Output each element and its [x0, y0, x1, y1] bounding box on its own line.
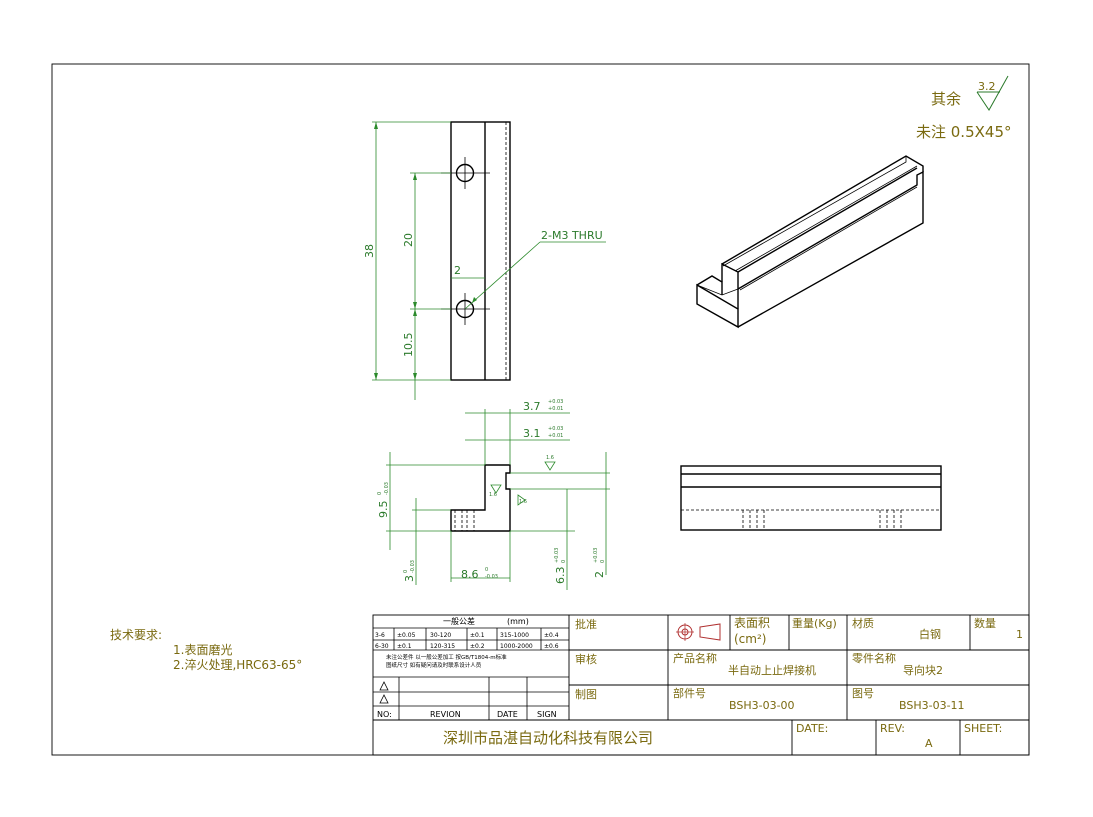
dim-9-5-tol-bot: -0.03 [384, 482, 390, 495]
company-name: 深圳市品湛自动化科技有限公司 [443, 729, 653, 747]
date-label: DATE: [796, 722, 828, 735]
dim-3-tol-bot: -0.03 [410, 560, 416, 573]
projection-symbol-icon [676, 623, 721, 641]
isometric-view [696, 155, 924, 329]
sheet-label: SHEET: [964, 722, 1002, 735]
tech-req-item-2: 2.淬火处理,HRC63-65° [173, 657, 302, 672]
dim-9-5-tol-top: 0 [377, 492, 383, 495]
dim-6-3-tol-top: +0.03 [554, 548, 560, 563]
dim-38: 38 [363, 244, 376, 258]
roughness-mark-2-value: 1.6 [519, 499, 527, 505]
tol-r1-c1: 3-6 [375, 632, 385, 639]
dim-20: 20 [402, 233, 415, 247]
assembly-value: BSH3-03-00 [729, 699, 795, 712]
part-name-value: 导向块2 [903, 663, 943, 677]
draw-label: 制图 [575, 688, 597, 701]
roughness-mark-1 [544, 461, 556, 471]
tol-r1-c4: ±0.1 [470, 632, 485, 639]
rev-value: A [925, 737, 933, 750]
weight-label: 重量(Kg) [792, 616, 837, 630]
dim-3-1: 3.1 [523, 427, 541, 440]
area-unit: (cm²) [734, 632, 766, 646]
product-value: 半自动上止焊接机 [728, 663, 816, 677]
tol-r2-c3: 120-315 [430, 643, 455, 650]
tolerance-title: 一般公差 [443, 616, 475, 626]
tech-req-title: 技术要求: [110, 628, 162, 642]
dim-6-3: 6.3 [554, 567, 567, 585]
dim-10-5: 10.5 [402, 333, 415, 358]
tolerance-unit: (mm) [507, 617, 529, 626]
approve-label: 批准 [575, 617, 597, 631]
part-name-label: 零件名称 [852, 651, 896, 665]
roughness-mark-1-value: 1.6 [546, 455, 554, 461]
drawing-no-value: BSH3-03-11 [899, 699, 965, 712]
chamfer-note: 未注 0.5X45° [916, 123, 1012, 141]
dim-8-6: 8.6 [461, 568, 479, 581]
front-view [441, 121, 511, 381]
tol-r2-c4: ±0.2 [470, 643, 485, 650]
callout-holes: 2-M3 THRU [541, 229, 603, 242]
tol-r1-c2: ±0.05 [397, 632, 416, 639]
dim-3-tol-top: 0 [403, 570, 409, 573]
qty-value: 1 [1016, 628, 1023, 641]
dim-8-6-tol-top: 0 [485, 567, 488, 573]
tol-r1-c5: 315-1000 [500, 632, 529, 639]
material-value: 白钢 [919, 627, 941, 641]
roughness-mark-3-value: 1.6 [489, 492, 497, 498]
dim-2b: 2 [593, 571, 606, 578]
dim-2b-tol-top: +0.03 [593, 548, 599, 563]
dim-3-7-tol-top: +0.03 [548, 399, 563, 405]
dim-3: 3 [403, 575, 416, 582]
revision-sign: SIGN [537, 710, 557, 719]
tolerance-note-2: 图纸尺寸 如有疑问请及时联系设计人员 [386, 661, 482, 669]
dim-6-3-tol-bot: 0 [561, 560, 567, 563]
rev-label: REV: [880, 722, 905, 735]
top-view [680, 465, 942, 531]
surface-note: 其余 3.2 未注 0.5X45° [916, 75, 1012, 141]
qty-label: 数量 [974, 617, 996, 630]
tol-r2-c1: 6-30 [375, 643, 389, 650]
product-label: 产品名称 [673, 651, 717, 665]
tolerance-note-1: 未注公差件 以一般公差加工 按GB/T1804-m标准 [386, 653, 507, 661]
revision-date: DATE [497, 710, 518, 719]
dim-8-6-tol-bot: -0.03 [485, 574, 498, 580]
side-view [450, 464, 511, 532]
technical-requirements: 技术要求: 1.表面磨光 2.淬火处理,HRC63-65° [110, 628, 302, 672]
review-label: 审核 [575, 652, 597, 666]
drawing-no-label: 图号 [852, 687, 874, 700]
dim-9-5: 9.5 [377, 501, 390, 519]
roughness-mark-3 [490, 484, 502, 494]
tol-r2-c2: ±0.1 [397, 643, 412, 650]
dim-2b-tol-bot: 0 [600, 560, 606, 563]
dim-3-1-tol-top: +0.03 [548, 426, 563, 432]
roughness-mark-2 [517, 494, 526, 506]
revision-revion: REVION [430, 710, 461, 719]
tech-req-item-1: 1.表面磨光 [173, 643, 232, 657]
tol-r1-c6: ±0.4 [544, 632, 559, 639]
dim-2: 2 [454, 264, 461, 277]
material-label: 材质 [852, 616, 874, 630]
dim-3-7-tol-bot: +0.01 [548, 406, 563, 412]
front-view-dimensions: 38 20 10.5 2 2-M3 THRU [363, 121, 606, 400]
tol-r1-c3: 30-120 [430, 632, 451, 639]
roughness-value: 3.2 [978, 80, 996, 93]
roughness-symbol [976, 75, 1009, 111]
revision-no: NO: [377, 710, 392, 719]
title-block: 一般公差 (mm) 3-6 ±0.05 30-120 ±0.1 315-1000… [372, 614, 1030, 756]
tol-r2-c5: 1000-2000 [500, 643, 533, 650]
assembly-label: 部件号 [673, 686, 706, 700]
tol-r2-c6: ±0.6 [544, 643, 559, 650]
surface-note-other: 其余 [931, 90, 961, 108]
area-label: 表面积 [734, 616, 770, 630]
side-view-dimensions: 3.7 +0.03 +0.01 3.1 +0.03 +0.01 9.5 0 -0… [377, 399, 610, 590]
dim-3-7: 3.7 [523, 400, 541, 413]
dim-3-1-tol-bot: +0.01 [548, 433, 563, 439]
